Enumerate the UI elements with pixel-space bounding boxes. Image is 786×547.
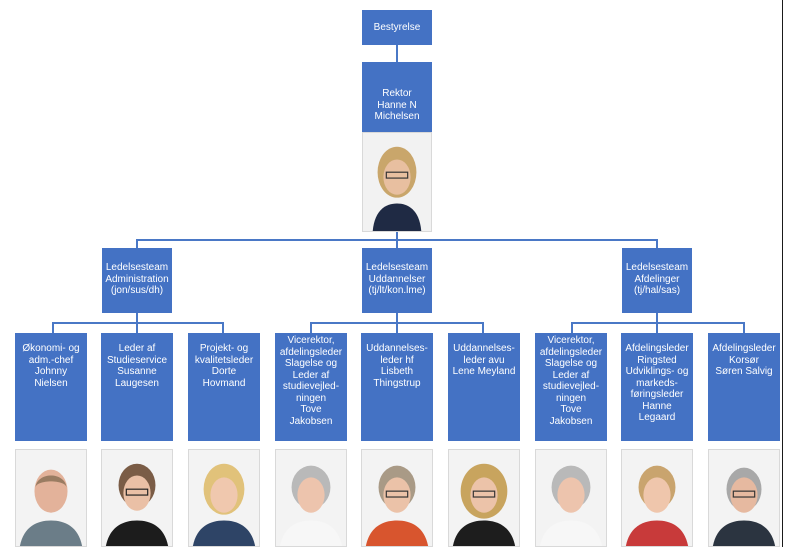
- member-title: Uddannelses- leder hf: [366, 343, 428, 366]
- team-title: Ledelsesteam Administration (jon/sus/dh): [105, 262, 169, 296]
- connector-team3-m2: [656, 322, 658, 333]
- member-photo: [15, 449, 87, 547]
- member-name: Tove Jakobsen: [289, 404, 333, 427]
- member-name: Dorte Hovmand: [202, 366, 246, 389]
- member-name: Susanne Laugesen: [115, 366, 159, 389]
- connector-team1-down: [136, 313, 138, 323]
- rector-name: Hanne N Michelsen: [374, 99, 420, 123]
- connector-team2-m3: [482, 322, 484, 333]
- member-photo: [361, 449, 433, 547]
- connector-team2-down: [396, 313, 398, 323]
- person-photo-icon: [536, 450, 606, 546]
- member-name: Udviklings- og markeds- føringsleder Han…: [625, 366, 689, 423]
- member-box: Afdelingsleder Korsør Søren Salvig: [708, 333, 780, 441]
- member-photo: [275, 449, 347, 547]
- person-photo-icon: [622, 450, 692, 546]
- board-title: Bestyrelse: [373, 22, 421, 33]
- member-box: Vicerektor, afdelingsleder Slagelse og L…: [275, 333, 347, 441]
- person-photo-icon: [449, 450, 519, 546]
- team-title: Ledelsesteam Afdelinger (tj/hal/sas): [625, 262, 689, 296]
- member-photo: [188, 449, 260, 547]
- connector-team1-m2: [136, 322, 138, 333]
- connector-board-rector: [396, 45, 398, 62]
- member-title: Vicerektor, afdelingsleder Slagelse og L…: [279, 335, 343, 404]
- rector-title: Rektor: [382, 88, 412, 99]
- connector-team1-m3: [222, 322, 224, 333]
- connector-team2-m2: [396, 322, 398, 333]
- member-title: Afdelingsleder Ringsted: [625, 343, 689, 366]
- team-box-afdelinger: Ledelsesteam Afdelinger (tj/hal/sas): [622, 248, 692, 313]
- member-photo: [101, 449, 173, 547]
- member-box: Projekt- og kvalitetsleder Dorte Hovmand: [188, 333, 260, 441]
- member-photo: [708, 449, 780, 547]
- connector-team1-m1: [52, 322, 54, 333]
- person-photo-icon: [276, 450, 346, 546]
- team-title: Ledelsesteam Uddannelser (tj/lt/kon.lme): [365, 262, 429, 296]
- member-photo: [535, 449, 607, 547]
- connector-team2-m1: [310, 322, 312, 333]
- frame-border: [782, 0, 783, 547]
- connector-team1-up: [136, 239, 138, 248]
- team-box-uddannelser: Ledelsesteam Uddannelser (tj/lt/kon.lme): [362, 248, 432, 313]
- member-title: Vicerektor, afdelingsleder Slagelse og L…: [539, 335, 603, 404]
- person-photo-icon: [363, 133, 431, 231]
- person-photo-icon: [16, 450, 86, 546]
- board-box: Bestyrelse: [362, 10, 432, 45]
- person-photo-icon: [709, 450, 779, 546]
- connector-team3-horizontal: [571, 322, 745, 324]
- member-box: Afdelingsleder Ringsted Udviklings- og m…: [621, 333, 693, 441]
- connector-team3-up: [656, 239, 658, 248]
- rector-box: Rektor Hanne N Michelsen: [362, 62, 432, 132]
- person-photo-icon: [102, 450, 172, 546]
- member-name: Tove Jakobsen: [549, 404, 593, 427]
- connector-team3-down: [656, 313, 658, 323]
- connector-team1-horizontal: [52, 322, 224, 324]
- team-box-administration: Ledelsesteam Administration (jon/sus/dh): [102, 248, 172, 313]
- member-title: Økonomi- og adm.-chef: [22, 343, 80, 366]
- member-title: Uddannelses- leder avu: [453, 343, 515, 366]
- person-photo-icon: [189, 450, 259, 546]
- person-photo-icon: [362, 450, 432, 546]
- connector-team3-m1: [571, 322, 573, 333]
- member-title: Leder af Studieservice: [106, 343, 168, 366]
- member-title: Afdelingsleder Korsør: [712, 343, 776, 366]
- member-title: Projekt- og kvalitetsleder: [194, 343, 254, 366]
- member-box: Økonomi- og adm.-chef Johnny Nielsen: [15, 333, 87, 441]
- member-photo: [621, 449, 693, 547]
- member-box: Uddannelses- leder avu Lene Meyland: [448, 333, 520, 441]
- member-box: Leder af Studieservice Susanne Laugesen: [101, 333, 173, 441]
- connector-team3-m3: [743, 322, 745, 333]
- member-name: Søren Salvig: [715, 366, 773, 377]
- member-photo: [448, 449, 520, 547]
- member-name: Lene Meyland: [452, 366, 516, 377]
- member-name: Johnny Nielsen: [34, 366, 68, 389]
- connector-teams-horizontal: [136, 239, 657, 241]
- rector-photo: [362, 132, 432, 232]
- member-box: Vicerektor, afdelingsleder Slagelse og L…: [535, 333, 607, 441]
- member-box: Uddannelses- leder hf Lisbeth Thingstrup: [361, 333, 433, 441]
- member-name: Lisbeth Thingstrup: [373, 366, 421, 389]
